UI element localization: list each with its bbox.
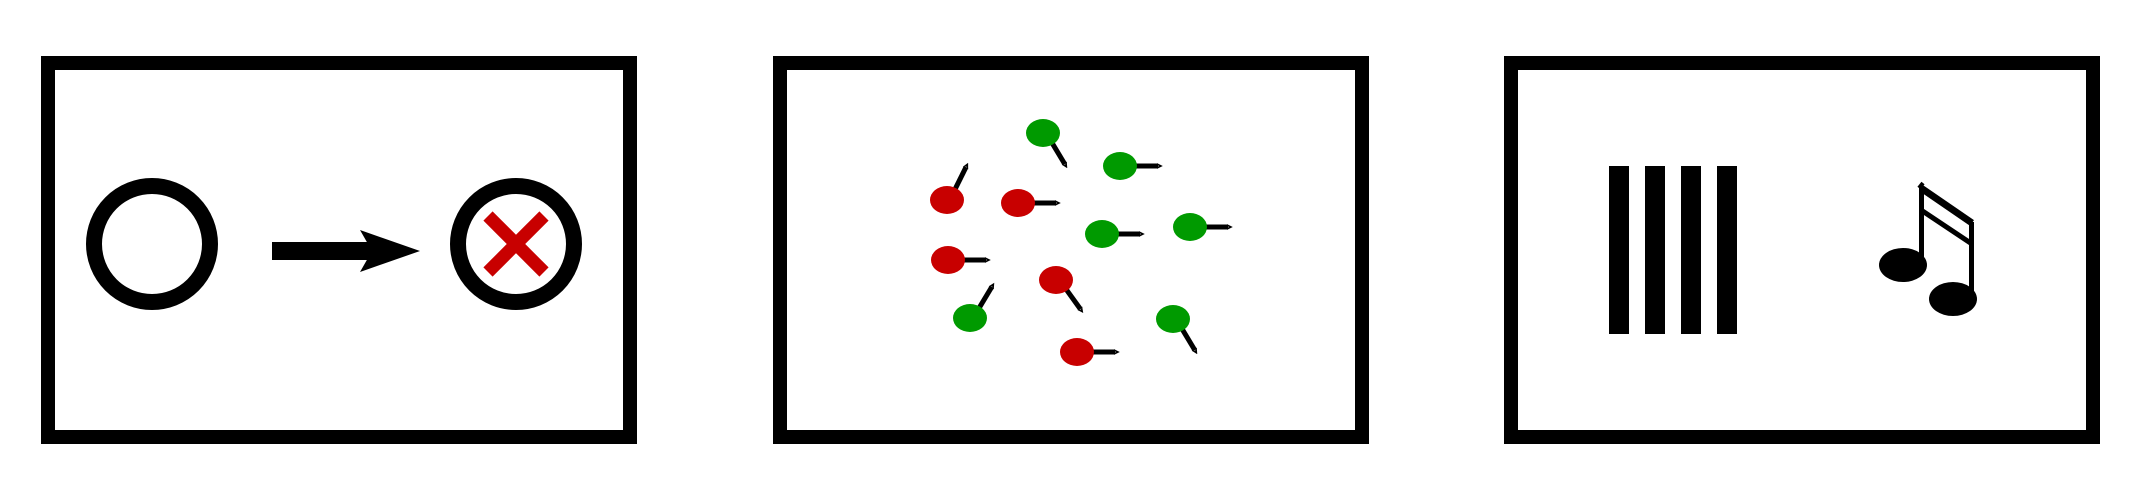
panel-moving-dots <box>773 56 1369 444</box>
vertical-bar <box>1681 166 1701 334</box>
red-particle <box>1060 338 1120 366</box>
right-arrow-icon <box>272 230 420 272</box>
vertical-bar <box>1717 166 1737 334</box>
green-dot <box>1085 220 1119 248</box>
vertical-bar <box>1609 166 1629 334</box>
red-particle <box>1039 266 1084 314</box>
four-bars-icon <box>1609 166 1737 334</box>
motion-arrow-icon <box>1048 139 1068 169</box>
green-dot <box>1173 213 1207 241</box>
dot-cloud-icon <box>930 119 1233 366</box>
crossed-circle-icon <box>450 178 582 310</box>
red-particle <box>931 246 991 274</box>
panel-stimulus-transition <box>41 56 637 444</box>
green-particle <box>953 282 995 332</box>
empty-circle-icon <box>86 178 218 310</box>
motion-arrow-icon <box>1062 286 1084 314</box>
motion-arrow-icon <box>1178 325 1198 355</box>
green-dot <box>953 304 987 332</box>
x-mark-icon <box>483 211 549 277</box>
red-particle <box>1001 189 1061 217</box>
red-dot <box>1039 266 1073 294</box>
green-particle <box>1156 305 1198 355</box>
panel-frame <box>773 56 1369 444</box>
panel-count-and-sound <box>1504 56 2100 444</box>
red-dot <box>930 186 964 214</box>
red-particle <box>930 162 969 214</box>
motion-arrow-icon <box>951 162 969 193</box>
green-particle <box>1085 220 1145 248</box>
green-particle <box>1173 213 1233 241</box>
green-particle <box>1103 152 1163 180</box>
vertical-bar <box>1645 166 1665 334</box>
red-dot <box>1060 338 1094 366</box>
music-note-icon <box>1879 181 1977 316</box>
panel-frame <box>1504 56 2100 444</box>
green-dot <box>1026 119 1060 147</box>
red-dot <box>1001 189 1035 217</box>
red-dot <box>931 246 965 274</box>
motion-arrow-icon <box>975 282 995 312</box>
green-dot <box>1103 152 1137 180</box>
green-particle <box>1026 119 1068 169</box>
green-dot <box>1156 305 1190 333</box>
